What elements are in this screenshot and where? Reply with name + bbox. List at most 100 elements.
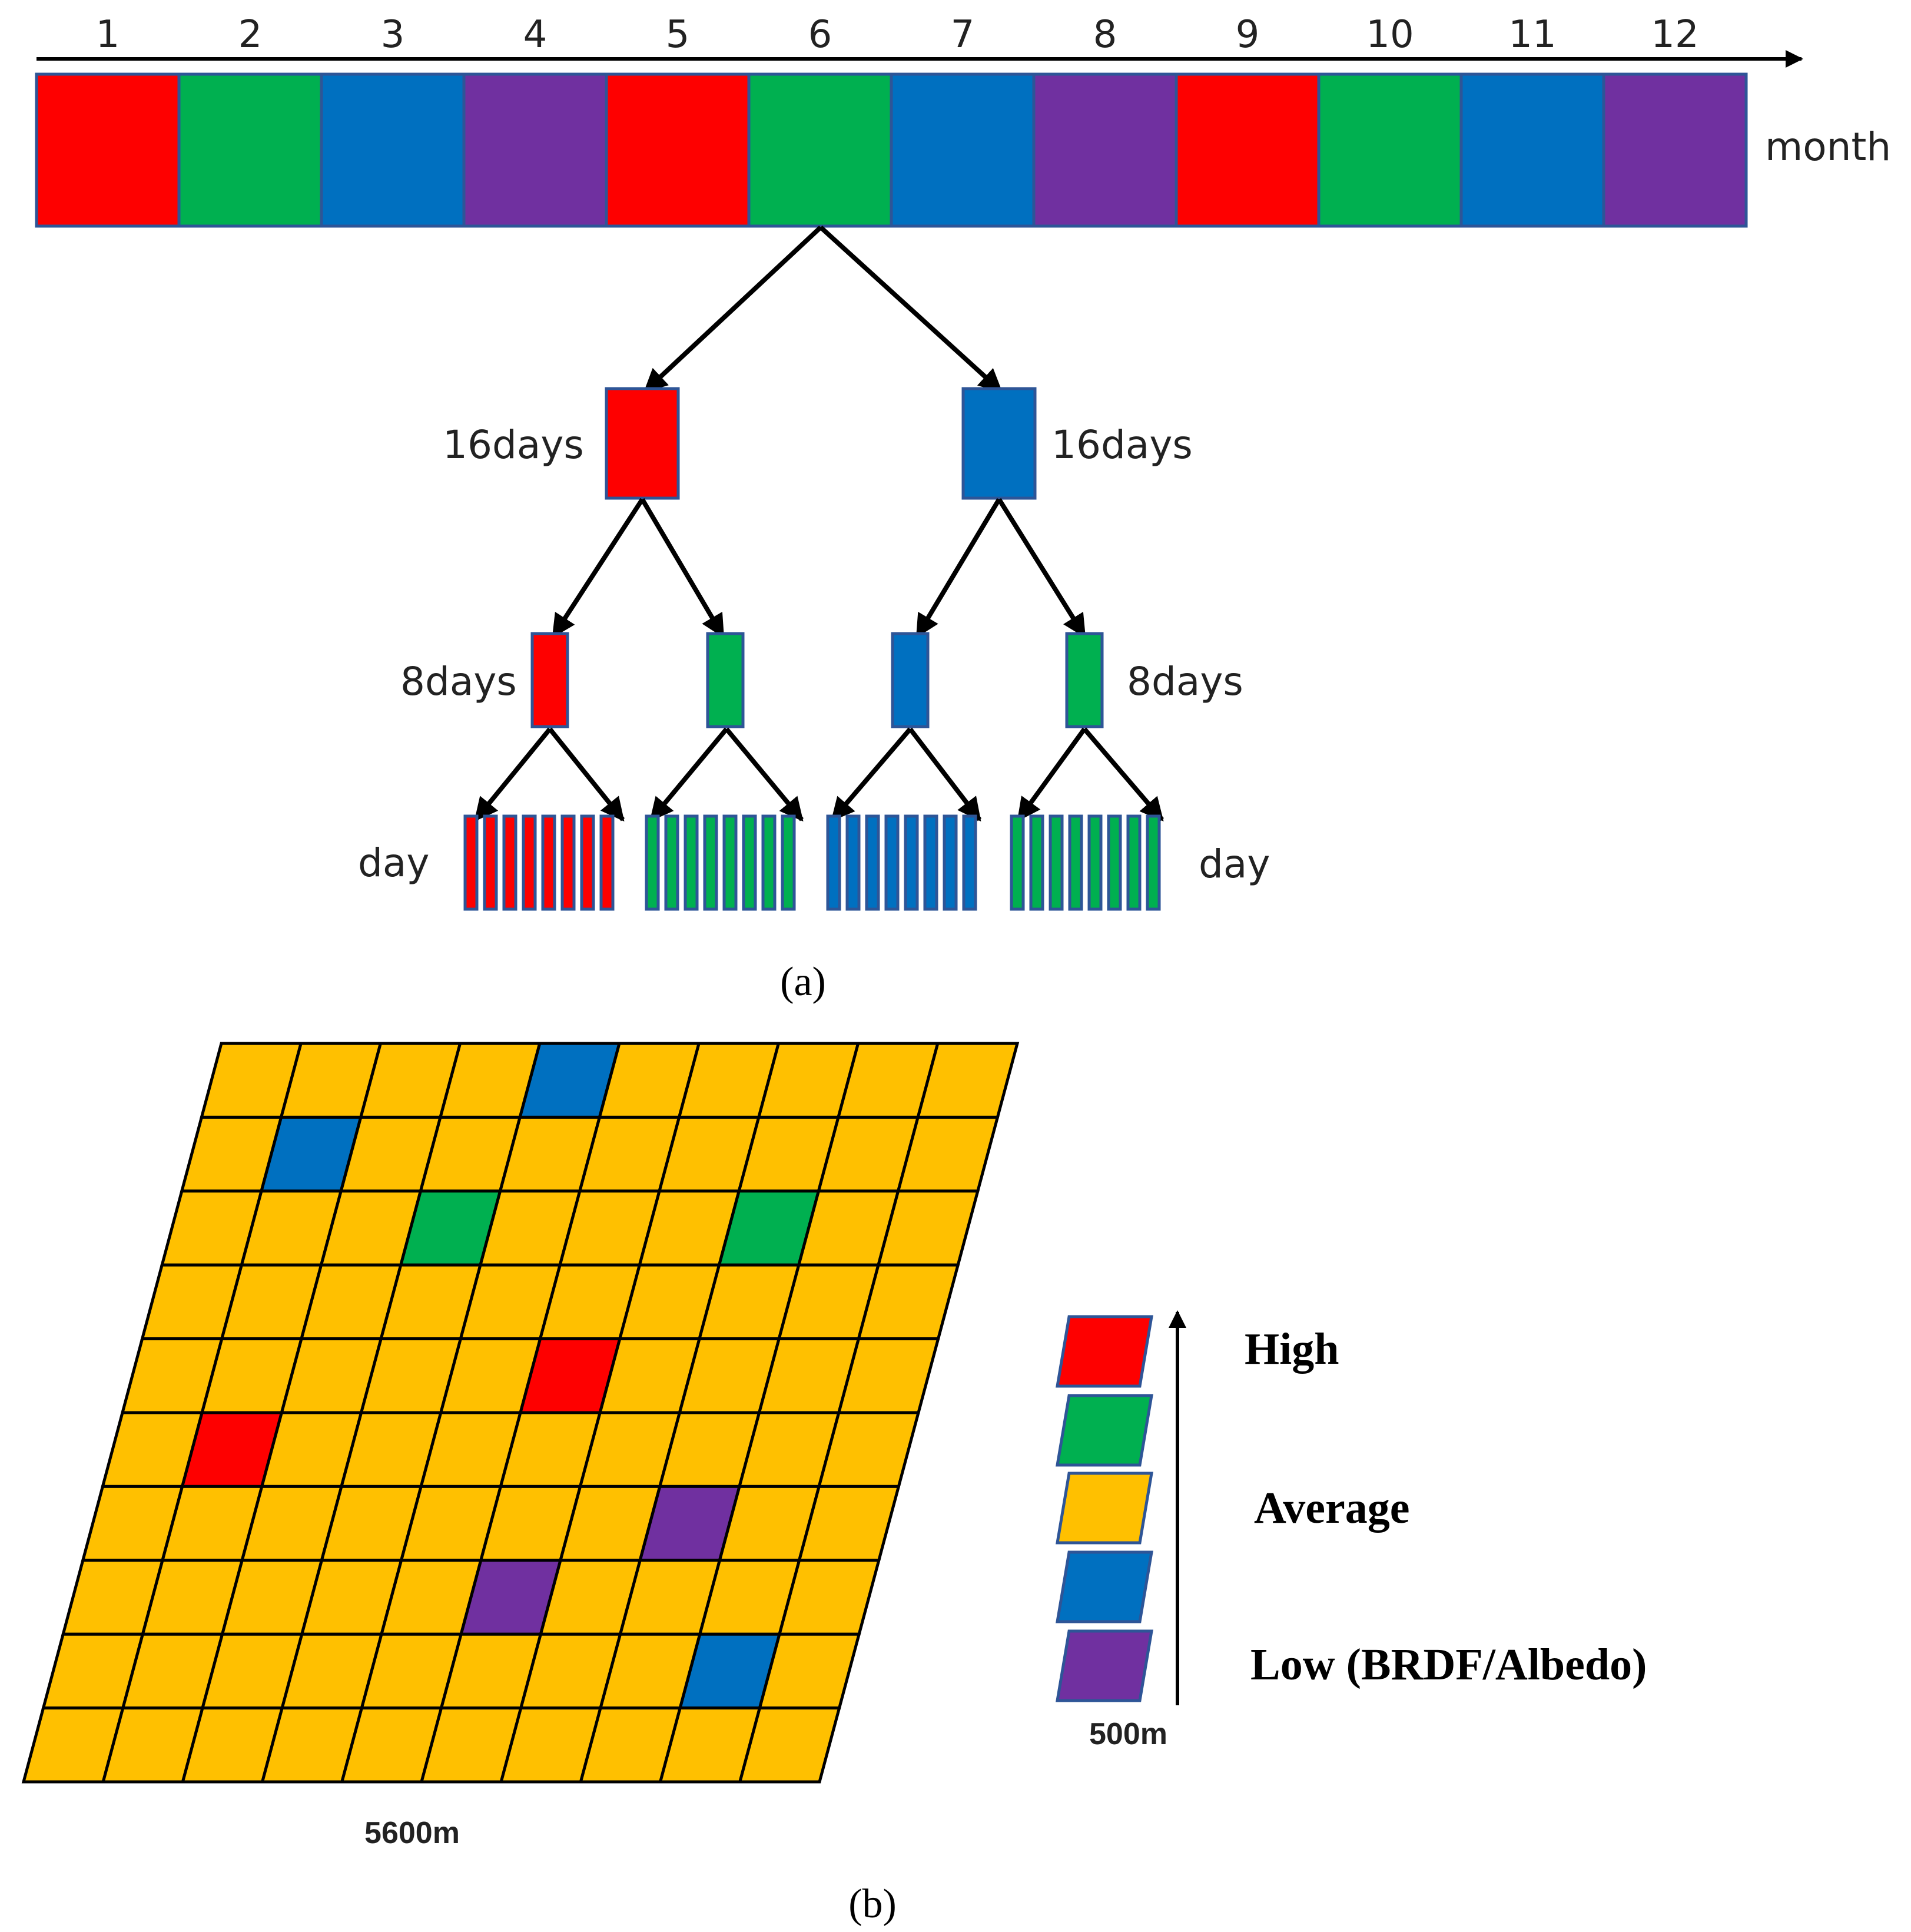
month-cell-9 [1175, 72, 1321, 228]
month-bar [35, 72, 1748, 228]
eight-day-box-3 [891, 632, 930, 728]
month-number: 11 [1508, 13, 1556, 57]
month-cell-1 [35, 72, 181, 228]
sixteen-day-label-right: 16days [1051, 422, 1193, 468]
day-bar [884, 814, 900, 911]
day-bar [1146, 814, 1161, 911]
day-bar [684, 814, 699, 911]
day-bar [845, 814, 861, 911]
month-cell-11 [1459, 72, 1605, 228]
month-number: 3 [381, 13, 405, 57]
day-bar [826, 814, 841, 911]
month-number: 8 [1093, 13, 1117, 57]
day-bar [463, 814, 479, 911]
arrow-8-to-day-1 [473, 727, 552, 822]
arrow-month-to-16days-left [643, 226, 822, 393]
arrow-month-to-16days-right [819, 226, 1003, 393]
sixteen-day-box-right [961, 387, 1037, 500]
arrow-8-to-day-3 [649, 727, 729, 822]
month-label: month [1765, 124, 1891, 170]
sixteen-day-label-left: 16days [443, 422, 584, 468]
day-bar [781, 814, 796, 911]
month-number: 10 [1366, 13, 1414, 57]
panel-b: 5600m 500m High Average Low (BRDF/Albedo… [21, 1042, 1647, 1927]
day-bar [904, 814, 919, 911]
legend-swatches [1056, 1315, 1153, 1702]
day-label-right: day [1199, 841, 1270, 887]
legend-swatch-green [1056, 1394, 1153, 1467]
eight-day-label-left: 8days [400, 659, 517, 704]
arrow-8-to-day-2 [548, 727, 625, 822]
eight-day-boxes [530, 632, 1104, 728]
month-number: 12 [1651, 13, 1698, 57]
legend-high: High [1245, 1324, 1339, 1374]
legend-swatch-purple [1056, 1629, 1153, 1702]
sixteen-day-box-left [605, 387, 680, 500]
legend-average: Average [1254, 1483, 1409, 1533]
arrow-8-to-day-4 [724, 727, 804, 822]
month-number: 7 [951, 13, 975, 57]
day-bar [541, 814, 556, 911]
day-bar [923, 814, 938, 911]
caption-b: (b) [848, 1881, 897, 1927]
arrow-16-to-8-d [997, 498, 1087, 638]
day-bar [580, 814, 595, 911]
day-bar [664, 814, 679, 911]
arrow-16-to-8-b [640, 498, 725, 638]
arrow-16-to-8-c [915, 498, 1001, 638]
day-bar [742, 814, 757, 911]
month-number: 5 [666, 13, 690, 57]
day-bar [1010, 814, 1025, 911]
day-bar [645, 814, 660, 911]
caption-a: (a) [780, 959, 826, 1005]
day-bar [483, 814, 498, 911]
month-number: 2 [238, 13, 263, 57]
day-bar [1049, 814, 1064, 911]
eight-day-box-2 [706, 632, 745, 728]
day-bar [865, 814, 880, 911]
month-cell-2 [177, 72, 323, 228]
arrow-8-to-day-7 [1016, 727, 1087, 822]
day-bar [502, 814, 517, 911]
month-cell-5 [605, 72, 751, 228]
month-cell-12 [1602, 72, 1748, 228]
grid-cell [738, 1706, 841, 1784]
month-number: 6 [808, 13, 832, 57]
legend-swatch-red [1056, 1315, 1153, 1388]
month-cell-10 [1317, 72, 1463, 228]
day-bar [522, 814, 537, 911]
day-bar [599, 814, 615, 911]
legend-swatch-yellow [1056, 1472, 1153, 1545]
day-bar [1126, 814, 1142, 911]
day-bar [703, 814, 718, 911]
day-bar [560, 814, 576, 911]
month-cell-8 [1032, 72, 1178, 228]
day-bar [943, 814, 958, 911]
day-bar [962, 814, 977, 911]
day-bar [722, 814, 738, 911]
arrow-8-to-day-8 [1082, 727, 1164, 822]
eight-day-box-4 [1065, 632, 1104, 728]
cell-size-label: 500m [1089, 1717, 1167, 1751]
arrow-8-to-day-6 [908, 727, 982, 822]
arrow-8-to-day-5 [830, 727, 913, 822]
grid-width-label: 5600m [364, 1816, 460, 1850]
day-label-left: day [358, 840, 429, 886]
month-cell-7 [890, 72, 1036, 228]
legend-low: Low (BRDF/Albedo) [1250, 1640, 1647, 1689]
day-bar [1029, 814, 1044, 911]
eight-day-label-right: 8days [1127, 659, 1243, 704]
month-cell-6 [747, 72, 893, 228]
day-bar [1068, 814, 1083, 911]
month-number: 1 [96, 13, 120, 57]
month-cell-4 [462, 72, 608, 228]
day-bar [1107, 814, 1122, 911]
legend-swatch-blue [1056, 1550, 1153, 1623]
albedo-grid [21, 1042, 1020, 1784]
month-number: 4 [523, 13, 548, 57]
month-number: 9 [1236, 13, 1260, 57]
eight-day-box-1 [530, 632, 569, 728]
